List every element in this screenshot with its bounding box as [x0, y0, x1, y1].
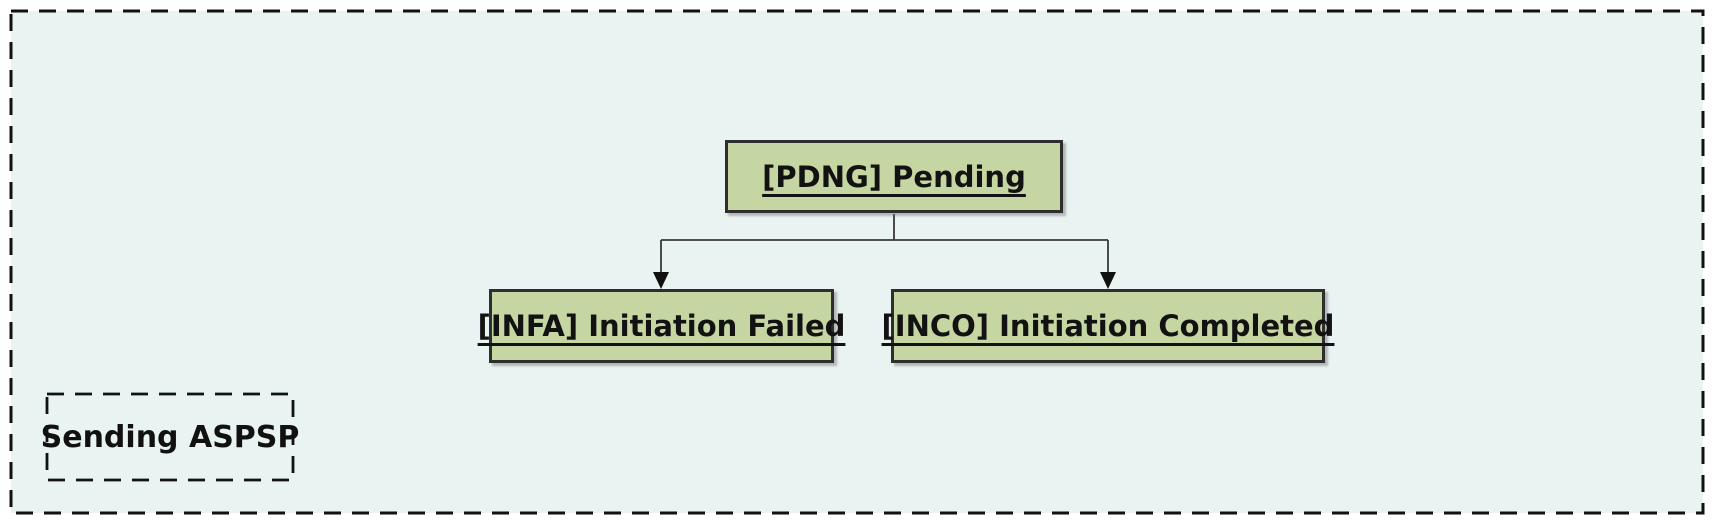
state-pdng-label: [PDNG] Pending: [762, 159, 1026, 194]
sending-aspsp-frame: [45, 392, 295, 482]
state-inco-label: [INCO] Initiation Completed: [881, 309, 1335, 343]
boundary-label-sending-aspsp: Sending ASPSP: [40, 419, 300, 455]
state-infa[interactable]: [INFA] Initiation Failed: [478, 289, 845, 363]
state-inco[interactable]: [INCO] Initiation Completed: [882, 289, 1334, 363]
transition-lines: [660, 214, 1109, 281]
state-infa-label: [INFA] Initiation Failed: [477, 309, 846, 343]
arrowhead-icon-inco: [1100, 272, 1116, 289]
state-pdng[interactable]: [PDNG] Pending: [725, 140, 1063, 213]
arrowhead-icon-infa: [653, 272, 669, 289]
